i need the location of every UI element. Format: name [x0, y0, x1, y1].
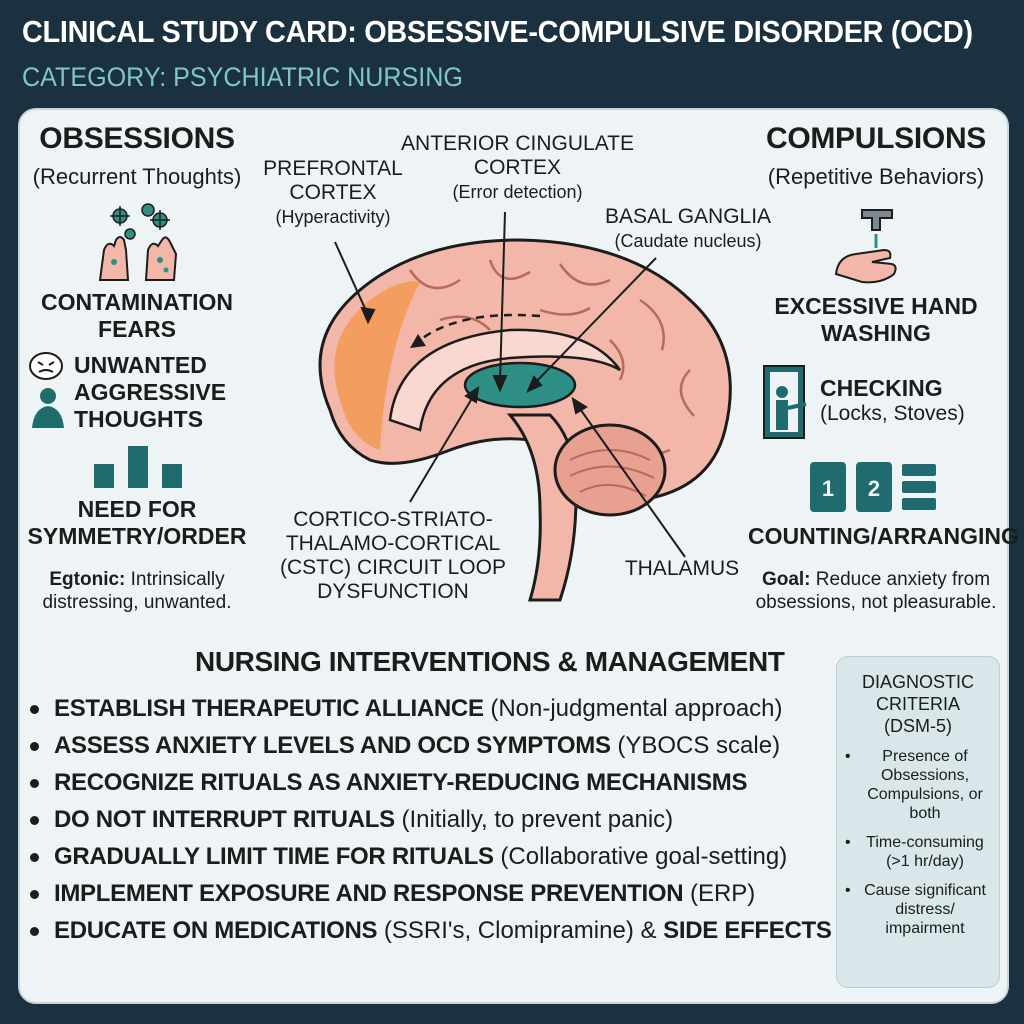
- intervention-item: GRADUALLY LIMIT TIME FOR RITUALS (Collab…: [30, 838, 830, 875]
- compulsion-counting: COUNTING/ARRANGING: [748, 523, 1019, 549]
- obsession-contamination: CONTAMINATION FEARS: [40, 289, 234, 342]
- prefrontal-cortex-region: [334, 281, 420, 450]
- obsessions-note: Egtonic: Intrinsically distressing, unwa…: [42, 569, 232, 613]
- germ-hands-icon: [98, 203, 178, 281]
- compulsions-title: COMPULSIONS: [765, 122, 987, 155]
- intervention-item: ESTABLISH THERAPEUTIC ALLIANCE (Non-judg…: [30, 690, 830, 727]
- count-number-2: 2: [868, 476, 880, 501]
- obsessions-title: OBSESSIONS: [39, 122, 235, 155]
- intervention-item: ASSESS ANXIETY LEVELS AND OCD SYMPTOMS (…: [30, 727, 830, 764]
- label-basal-ganglia: BASAL GANGLIA (Caudate nucleus): [604, 205, 772, 251]
- label-anterior-cingulate: ANTERIOR CINGULATE CORTEX (Error detecti…: [401, 132, 634, 202]
- compulsion-checking: CHECKING (Locks, Stoves): [820, 375, 965, 425]
- intervention-item: EDUCATE ON MEDICATIONS (SSRI's, Clomipra…: [30, 912, 832, 949]
- label-cstc-circuit: CORTICO-STRIATO- THALAMO-CORTICAL (CSTC)…: [280, 508, 506, 603]
- angry-thought-icon: [29, 352, 64, 428]
- obsession-symmetry: NEED FOR SYMMETRY/ORDER: [27, 496, 247, 549]
- compulsions-subtitle: (Repetitive Behaviors): [767, 164, 985, 189]
- obsession-aggressive: UNWANTED AGGRESSIVE THOUGHTS: [74, 352, 227, 432]
- faucet-hands-icon: [834, 209, 897, 284]
- counting-icon: 1 2: [810, 462, 936, 512]
- basal-ganglia-region: [463, 361, 577, 409]
- circuit-loop-arrow: [419, 313, 541, 342]
- brain-diagram: [318, 238, 732, 602]
- label-thalamus: THALAMUS: [624, 557, 740, 580]
- count-number-1: 1: [822, 476, 834, 501]
- door-check-icon: [763, 365, 807, 439]
- diagnostic-title: DIAGNOSTIC CRITERIA (DSM-5): [861, 672, 974, 736]
- intervention-item: RECOGNIZE RITUALS AS ANXIETY-REDUCING ME…: [30, 764, 830, 801]
- diagnostic-list: Presence of Obsessions, Compulsions, or …: [837, 747, 999, 938]
- diagnostic-item: Cause significant distress/ impairment: [845, 881, 993, 938]
- interventions-title: NURSING INTERVENTIONS & MANAGEMENT: [195, 646, 785, 677]
- intervention-item: IMPLEMENT EXPOSURE AND RESPONSE PREVENTI…: [30, 875, 830, 912]
- diagnostic-item: Presence of Obsessions, Compulsions, or …: [845, 747, 993, 823]
- symmetry-blocks-icon: [94, 446, 182, 488]
- diagnostic-item: Time-consuming (>1 hr/day): [845, 833, 993, 871]
- label-prefrontal-cortex: PREFRONTAL CORTEX (Hyperactivity): [263, 157, 403, 227]
- compulsions-note: Goal: Reduce anxiety from obsessions, no…: [755, 569, 997, 613]
- intervention-item: DO NOT INTERRUPT RITUALS (Initially, to …: [30, 801, 830, 838]
- diagnostic-criteria-box: DIAGNOSTIC CRITERIA (DSM-5) Presence of …: [836, 656, 1000, 988]
- compulsion-hand-washing: EXCESSIVE HAND WASHING: [774, 293, 978, 346]
- page-title: CLINICAL STUDY CARD: OBSESSIVE-COMPULSIV…: [22, 14, 973, 49]
- interventions-list: ESTABLISH THERAPEUTIC ALLIANCE (Non-judg…: [30, 690, 832, 949]
- category-label: CATEGORY: PSYCHIATRIC NURSING: [22, 62, 463, 92]
- obsessions-subtitle: (Recurrent Thoughts): [32, 164, 242, 189]
